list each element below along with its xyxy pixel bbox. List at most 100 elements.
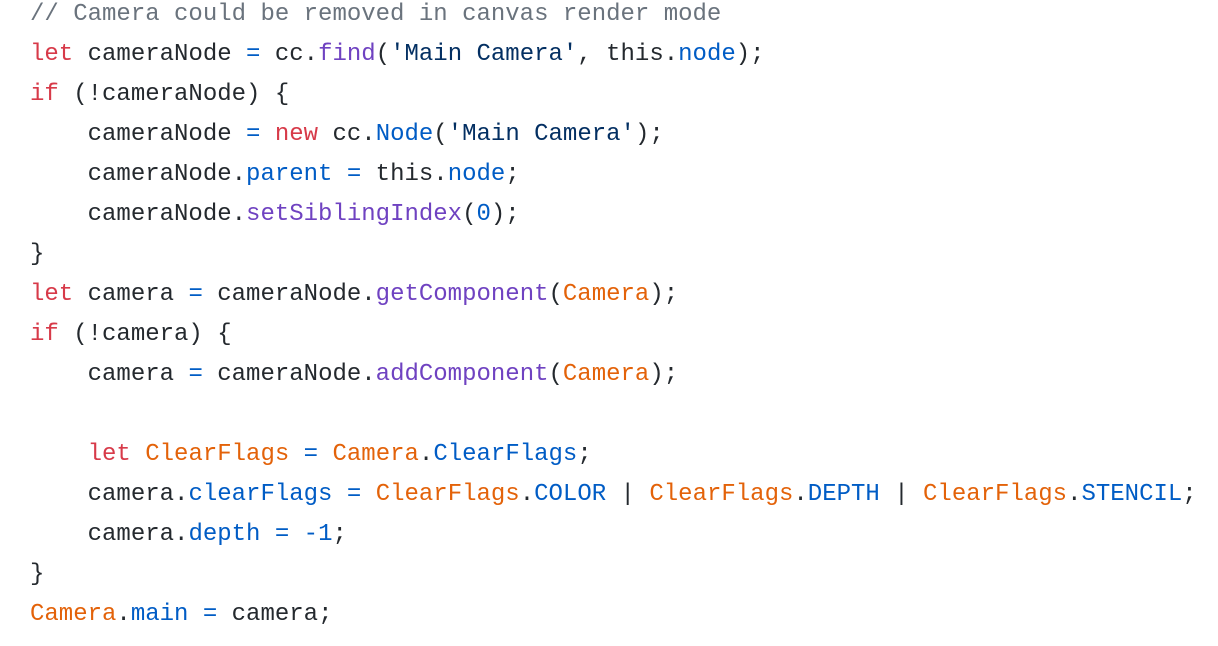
code-token: );: [735, 41, 765, 68]
code-token: .: [116, 601, 131, 628]
code-token: // Camera could be removed in canvas ren…: [30, 1, 722, 28]
code-token: [332, 481, 346, 508]
code-token: depth: [188, 521, 261, 548]
code-token: [332, 161, 346, 188]
code-token: [289, 521, 303, 548]
code-line: cameraNode = new cc.Node('Main Camera');: [30, 115, 1197, 155]
code-token: ClearFlags: [649, 481, 794, 508]
code-token: 0: [476, 201, 491, 228]
code-token: .: [519, 481, 535, 508]
code-token: ;: [1182, 481, 1197, 508]
code-token: }: [30, 561, 45, 588]
code-token: );: [490, 201, 520, 228]
code-token: cameraNode: [73, 41, 247, 68]
code-token: setSiblingIndex: [246, 201, 463, 228]
code-token: if: [30, 81, 59, 108]
code-token: =: [188, 361, 203, 388]
code-line: }: [30, 555, 1197, 595]
code-line: cameraNode.parent = this.node;: [30, 155, 1197, 195]
code-token: .: [1067, 481, 1082, 508]
code-line: camera = cameraNode.addComponent(Camera)…: [30, 355, 1197, 395]
code-token: Camera: [562, 281, 650, 308]
code-token: [131, 441, 145, 468]
code-token: let: [30, 281, 74, 308]
code-token: cc.: [260, 41, 319, 68]
code-block: // Camera could be removed in canvas ren…: [30, 0, 1197, 635]
code-token: =: [246, 121, 261, 148]
code-token: camera.: [30, 481, 189, 508]
code-token: [188, 601, 202, 628]
code-line: let cameraNode = cc.find('Main Camera', …: [30, 35, 1197, 75]
code-token: find: [318, 41, 376, 68]
code-token: =: [202, 601, 218, 628]
code-token: camera: [73, 281, 189, 308]
code-token: Camera: [562, 361, 650, 388]
code-token: Camera: [30, 601, 117, 628]
code-token: }: [30, 241, 45, 268]
code-token: STENCIL: [1081, 481, 1183, 508]
code-token: , this.: [577, 41, 679, 68]
code-line: camera.clearFlags = ClearFlags.COLOR | C…: [30, 475, 1197, 515]
code-line: camera.depth = -1;: [30, 515, 1197, 555]
code-token: getComponent: [375, 281, 549, 308]
code-token: =: [303, 441, 319, 468]
code-token: new: [274, 121, 319, 148]
code-token: if: [30, 321, 59, 348]
code-token: addComponent: [375, 361, 549, 388]
code-line: if (!camera) {: [30, 315, 1197, 355]
code-token: =: [274, 521, 290, 548]
code-line: [30, 395, 1197, 435]
code-line: let ClearFlags = Camera.ClearFlags;: [30, 435, 1197, 475]
code-token: cameraNode.: [30, 201, 247, 228]
code-token: (: [548, 361, 563, 388]
code-token: cameraNode.: [202, 361, 376, 388]
code-token: cameraNode: [30, 121, 247, 148]
code-token: );: [649, 361, 679, 388]
code-token: clearFlags: [188, 481, 333, 508]
code-token: [289, 441, 303, 468]
code-token: (: [462, 201, 477, 228]
code-token: (: [548, 281, 563, 308]
code-line: Camera.main = camera;: [30, 595, 1197, 635]
code-token: [260, 521, 274, 548]
code-token: 'Main Camera': [447, 121, 635, 148]
code-token: [30, 441, 88, 468]
code-token: ClearFlags: [433, 441, 578, 468]
code-line: let camera = cameraNode.getComponent(Cam…: [30, 275, 1197, 315]
code-token: );: [649, 281, 679, 308]
code-token: =: [246, 41, 261, 68]
code-token: =: [346, 161, 362, 188]
code-token: |: [879, 481, 924, 508]
code-token: COLOR: [534, 481, 607, 508]
code-token: let: [87, 441, 131, 468]
code-token: .: [793, 481, 808, 508]
code-token: ClearFlags: [375, 481, 520, 508]
code-token: ;: [332, 521, 347, 548]
code-token: node: [678, 41, 736, 68]
code-token: ClearFlags: [923, 481, 1068, 508]
code-token: =: [188, 281, 203, 308]
code-token: |: [606, 481, 650, 508]
code-token: camera.: [30, 521, 189, 548]
code-token: ;: [505, 161, 520, 188]
code-token: parent: [246, 161, 333, 188]
code-line: }: [30, 235, 1197, 275]
code-token: [318, 441, 332, 468]
code-token: Node: [375, 121, 434, 148]
code-token: (!cameraNode) {: [58, 81, 290, 108]
code-line: if (!cameraNode) {: [30, 75, 1197, 115]
code-token: main: [130, 601, 189, 628]
code-token: DEPTH: [807, 481, 880, 508]
code-token: 'Main Camera': [390, 41, 578, 68]
code-token: camera: [30, 361, 189, 388]
code-line: // Camera could be removed in canvas ren…: [30, 0, 1197, 35]
code-token: let: [30, 41, 74, 68]
code-token: (: [433, 121, 448, 148]
code-token: =: [346, 481, 362, 508]
code-token: cameraNode.: [30, 161, 247, 188]
code-token: [361, 481, 375, 508]
code-token: this.: [361, 161, 448, 188]
code-token: -1: [303, 521, 333, 548]
code-token: (: [375, 41, 391, 68]
code-token: [260, 121, 274, 148]
